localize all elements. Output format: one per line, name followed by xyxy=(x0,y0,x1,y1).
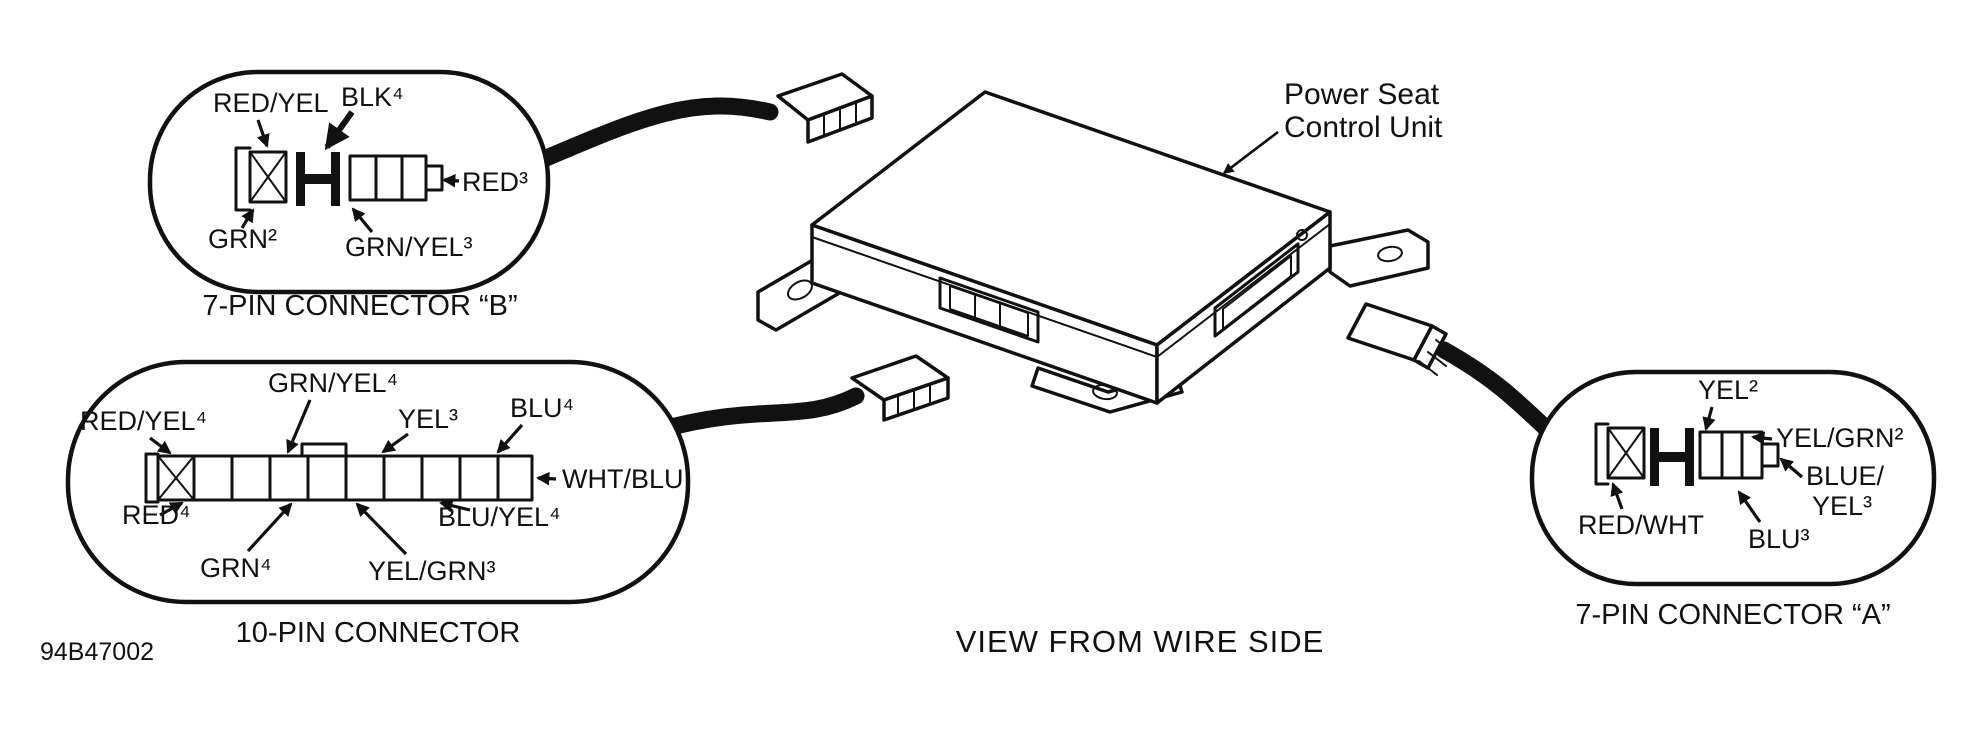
pointer-arrow xyxy=(1702,406,1716,431)
pointer-arrow xyxy=(1779,457,1804,479)
wire-label-grn2: GRN² xyxy=(208,224,277,254)
wire-strand xyxy=(1435,339,1455,355)
bracket-plate xyxy=(1030,366,1184,414)
pointer-arrow xyxy=(159,501,184,517)
unit-label-line1: Power Seat xyxy=(1284,78,1440,111)
wire-strand xyxy=(1427,351,1447,367)
wire-label-yel2: YEL² xyxy=(1698,375,1758,405)
pointer-arrow xyxy=(1610,482,1624,510)
pointer-arrow xyxy=(1750,431,1773,445)
wire-label-blu3: BLU³ xyxy=(1748,524,1810,554)
bracket-screw-hole xyxy=(1377,245,1403,263)
pin-row xyxy=(192,454,534,502)
keyed-pin xyxy=(1606,426,1646,480)
wire-label-red-wht: RED/WHT xyxy=(1578,510,1704,540)
h-key-block xyxy=(296,152,340,206)
hatch-line xyxy=(157,455,195,501)
pointer-arrow xyxy=(246,502,293,553)
harness-wire-connector-10pin xyxy=(651,387,865,439)
connector-b-caption: 7-PIN CONNECTOR “B” xyxy=(202,290,517,322)
wire-label-yel-grn2: YEL/GRN² xyxy=(1776,423,1904,453)
connector-b-callout: RED/YEL BLK⁴ RED³ GRN² GRN/YEL³ 7-PIN CO… xyxy=(147,69,551,322)
pointer-arrow xyxy=(256,119,270,148)
latch-tab xyxy=(300,442,348,458)
connector-a-pin-diagram xyxy=(1594,422,1780,486)
connector-10pin-pin-diagram xyxy=(144,442,534,504)
pointer-arrow xyxy=(535,471,557,486)
connector-10pin-pointer-arrows xyxy=(149,399,557,556)
unit-label-line2: Control Unit xyxy=(1284,111,1443,144)
wire-label-red-yel: RED/YEL xyxy=(213,88,329,118)
connector-a-pointer-arrows xyxy=(1610,406,1804,523)
wire-label-red-yel4: RED/YEL⁴ xyxy=(80,406,207,436)
wire-label-wht-blu: WHT/BLU xyxy=(562,464,684,494)
pointer-arrow xyxy=(381,432,409,454)
connector-end-bracket xyxy=(144,452,160,504)
wire-label-red3: RED³ xyxy=(462,167,528,197)
connector-10pin-caption: 10-PIN CONNECTOR xyxy=(236,617,521,649)
socket-10pin xyxy=(938,276,1040,344)
socket-inner xyxy=(949,285,1029,337)
pointer-arrow xyxy=(496,423,524,454)
pointer-arrow xyxy=(286,399,312,454)
part-number: 94B47002 xyxy=(40,638,154,666)
wire-label-grn-yel3: GRN/YEL³ xyxy=(345,232,473,262)
plug-connector-b xyxy=(776,72,874,144)
wire-label-blue-yel3-line2: YEL³ xyxy=(1812,491,1872,521)
hatch-line xyxy=(249,151,287,203)
wire-strand xyxy=(1418,360,1438,376)
keyed-pin xyxy=(248,150,288,204)
plug-connector-10pin xyxy=(850,354,950,422)
socket-inner xyxy=(1222,255,1292,330)
wire-label-yel3: YEL³ xyxy=(398,404,458,434)
mounting-bracket-right xyxy=(1328,228,1430,288)
hatch-line xyxy=(1607,427,1645,479)
end-pin-tab xyxy=(1760,442,1780,468)
wire-label-blk4: BLK⁴ xyxy=(341,82,404,112)
unit-label-leader-line xyxy=(1222,130,1279,175)
view-caption: VIEW FROM WIRE SIDE xyxy=(956,624,1325,659)
socket-outer xyxy=(1213,242,1300,338)
pointer-arrow xyxy=(324,110,355,151)
wire-label-blue-yel3-line1: BLUE/ xyxy=(1806,461,1885,491)
harness-wire-connector-b xyxy=(521,97,779,174)
wire-label-grn4: GRN⁴ xyxy=(200,553,272,583)
connector-end-bracket xyxy=(1594,422,1610,486)
top-screw-hole xyxy=(1296,229,1308,241)
pointer-arrow xyxy=(1737,490,1762,523)
pointer-arrow xyxy=(149,436,172,455)
pointer-arrow xyxy=(351,207,374,234)
pointer-arrow xyxy=(441,174,460,188)
connector-a-callout: YEL² YEL/GRN² BLUE/ YEL³ RED/WHT BLU³ 7-… xyxy=(1529,369,1937,631)
connector-10pin-callout: RED/YEL⁴ GRN/YEL⁴ YEL³ BLU⁴ WHT/BLU RED⁴… xyxy=(65,359,691,649)
lid-seam-right xyxy=(1156,223,1331,358)
socket-outer xyxy=(938,276,1040,344)
wire-label-grn-yel4: GRN/YEL⁴ xyxy=(268,368,398,398)
wire-label-blu4: BLU⁴ xyxy=(510,393,574,423)
connector-a-caption: 7-PIN CONNECTOR “A” xyxy=(1575,599,1890,631)
harness-wire-connector-a xyxy=(1435,341,1561,443)
control-unit: Power Seat Control Unit xyxy=(756,78,1443,414)
connector-b-pointer-arrows xyxy=(240,110,460,234)
pointer-arrow xyxy=(439,499,471,513)
pointer-arrow xyxy=(355,502,408,556)
plug-front xyxy=(882,376,950,422)
socket-connector-a xyxy=(1213,242,1300,338)
wire-label-yel-grn3: YEL/GRN³ xyxy=(368,556,496,586)
plug-connector-a xyxy=(1346,302,1455,376)
h-key-block xyxy=(1650,428,1694,486)
connector-10pin-balloon xyxy=(65,359,691,605)
pointer-arrow xyxy=(240,208,255,229)
